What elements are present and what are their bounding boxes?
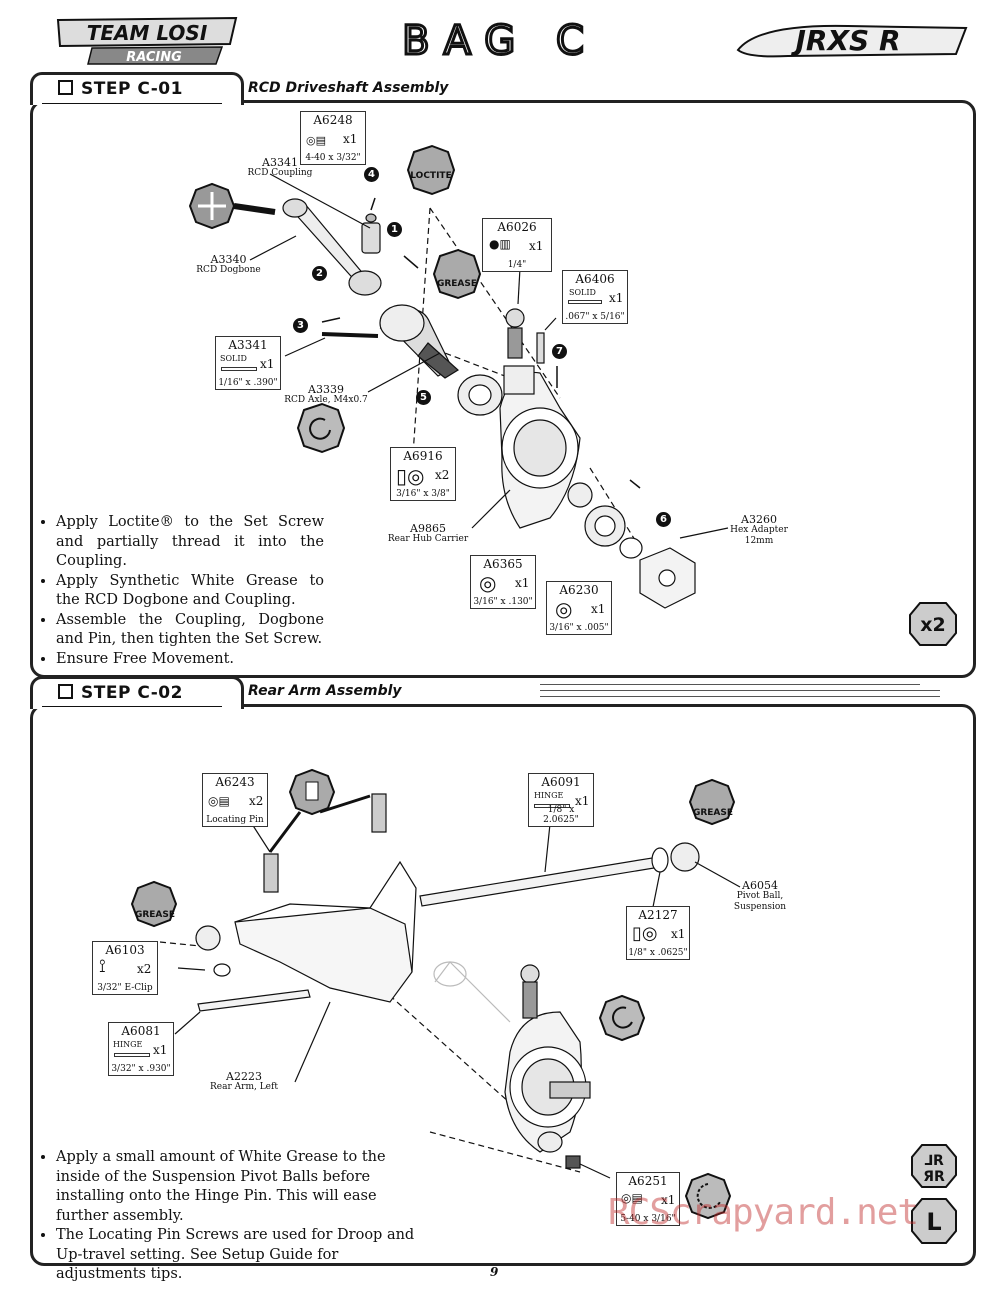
move-icon bbox=[188, 182, 276, 230]
pin-icon bbox=[568, 300, 602, 304]
step-c01-subtitle: RCD Driveshaft Assembly bbox=[248, 80, 449, 96]
bearing-icon: ◎ bbox=[479, 571, 497, 595]
side-selector-icon: ⅃R ЯR bbox=[911, 1144, 957, 1188]
step-c02-notes: Apply a small amount of White Grease to … bbox=[40, 1148, 422, 1285]
step-number-3: 3 bbox=[293, 318, 308, 333]
part-box-a6248: A6248 ◎▤ x1 4-40 x 3/32" bbox=[300, 111, 366, 165]
decorative-rule bbox=[540, 690, 940, 691]
note-item: Apply Loctite® to the Set Screw and part… bbox=[56, 513, 324, 572]
note-item: Assemble the Coupling, Dogbone and Pin, … bbox=[56, 611, 324, 650]
decorative-rule bbox=[540, 684, 920, 685]
allen-key-icon bbox=[268, 768, 371, 853]
part-box-a6406: A6406 SOLID x1 .067" x 5/16" bbox=[562, 270, 628, 324]
brand-bottom-text: RACING bbox=[126, 50, 182, 65]
model-logo: JRXS R bbox=[736, 24, 968, 58]
svg-text:GREASE: GREASE bbox=[437, 279, 477, 289]
loctite-icon: LOCTITE bbox=[406, 144, 456, 196]
step-c02-panel bbox=[30, 704, 976, 1266]
step-c02-diagram: GREASE GREASE bbox=[130, 768, 741, 1220]
step-number-4: 4 bbox=[364, 167, 379, 182]
part-box-a6251: A6251 ◎▤ x1 5-40 x 3/16" bbox=[616, 1172, 680, 1226]
e-clip-icon: ⟟ bbox=[99, 956, 106, 977]
step-c01-title: STEP C-01 bbox=[58, 79, 183, 99]
screw-icon: ◎▤ bbox=[306, 134, 326, 147]
part-box-a6103: A6103 ⟟ x2 3/32" E-Clip bbox=[92, 941, 158, 995]
step-c01-notes: Apply Loctite® to the Set Screw and part… bbox=[40, 513, 324, 669]
brand-top-text: TEAM LOSI bbox=[87, 21, 208, 45]
step-number-1: 1 bbox=[387, 222, 402, 237]
part-box-a6026: A6026 ●▥ x1 1/4" bbox=[482, 218, 552, 272]
grease-icon: GREASE bbox=[130, 880, 178, 928]
part-box-a2127: A2127 ▯◎ x1 1/8" x .0625" bbox=[626, 906, 690, 960]
grease-icon: GREASE bbox=[688, 778, 736, 826]
svg-text:GREASE: GREASE bbox=[135, 910, 175, 920]
bearing-icon: ▯◎ bbox=[396, 464, 425, 488]
note-item: The Locating Pin Screws are used for Dro… bbox=[56, 1226, 422, 1285]
grease-icon: GREASE bbox=[432, 248, 482, 300]
svg-text:BAG C: BAG C bbox=[402, 18, 598, 60]
note-item: Apply a small amount of White Grease to … bbox=[56, 1148, 422, 1226]
step-number-2: 2 bbox=[312, 266, 327, 281]
set-screw-icon: ◎▤ bbox=[208, 794, 230, 808]
ball-stud-icon: ●▥ bbox=[489, 237, 511, 251]
note-item: Ensure Free Movement. bbox=[56, 650, 324, 670]
left-side-badge: L bbox=[911, 1198, 957, 1244]
svg-text:L: L bbox=[926, 1208, 941, 1236]
watermark: RCScrapyard.net bbox=[608, 1192, 919, 1233]
part-box-a6091: A6091 HINGE x1 1/8" x 2.0625" bbox=[528, 773, 594, 827]
checkbox-icon[interactable] bbox=[58, 684, 73, 699]
rotate-icon bbox=[598, 994, 646, 1042]
svg-text:JRXS R: JRXS R bbox=[790, 24, 900, 57]
page-number: 9 bbox=[490, 1265, 499, 1279]
step-c02-title: STEP C-02 bbox=[58, 683, 183, 703]
svg-text:LOCTITE: LOCTITE bbox=[410, 171, 451, 181]
shim-icon: ◎ bbox=[555, 597, 573, 621]
step-number-5: 5 bbox=[416, 390, 431, 405]
hinge-pin-icon bbox=[534, 804, 570, 808]
svg-text:⅃R: ⅃R bbox=[924, 1153, 944, 1169]
checkbox-icon[interactable] bbox=[58, 80, 73, 95]
svg-text:ЯR: ЯR bbox=[923, 1169, 945, 1185]
svg-text:GREASE: GREASE bbox=[693, 808, 733, 818]
rotate-icon bbox=[296, 402, 346, 454]
part-box-a6916: A6916 ▯◎ x2 3/16" x 3/8" bbox=[390, 447, 456, 501]
screw-icon: ◎▤ bbox=[621, 1191, 643, 1205]
part-box-a6081: A6081 HINGE x1 3/32" x .930" bbox=[108, 1022, 174, 1076]
step-c01-diagram: LOCTITE GREASE bbox=[188, 144, 729, 609]
team-losi-logo: TEAM LOSI RACING bbox=[56, 16, 238, 65]
step-number-7: 7 bbox=[552, 344, 567, 359]
step-c01-tab bbox=[30, 72, 244, 105]
part-box-a6230: A6230 ◎ x1 3/16" x .005" bbox=[546, 581, 612, 635]
title-underline bbox=[42, 706, 222, 707]
step-c02-tab bbox=[30, 676, 244, 709]
note-item: Apply Synthetic White Grease to the RCD … bbox=[56, 572, 324, 611]
title-underline bbox=[42, 103, 222, 104]
part-box-a3341-pin: A3341 SOLID x1 1/16" x .390" bbox=[215, 336, 281, 390]
spacer-icon: ▯◎ bbox=[632, 923, 658, 944]
decorative-rule bbox=[540, 696, 940, 697]
rotate-icon bbox=[684, 1172, 732, 1220]
bag-title: BAG C bbox=[401, 18, 598, 60]
svg-text:x2: x2 bbox=[920, 614, 945, 636]
part-box-a6365: A6365 ◎ x1 3/16" x .130" bbox=[470, 555, 536, 609]
multiplier-badge: x2 bbox=[909, 602, 957, 646]
hinge-pin-icon bbox=[114, 1053, 150, 1057]
step-number-6: 6 bbox=[656, 512, 671, 527]
part-box-a6243: A6243 ◎▤ x2 Locating Pin bbox=[202, 773, 268, 827]
step-c02-subtitle: Rear Arm Assembly bbox=[248, 683, 402, 699]
pin-icon bbox=[221, 367, 257, 371]
